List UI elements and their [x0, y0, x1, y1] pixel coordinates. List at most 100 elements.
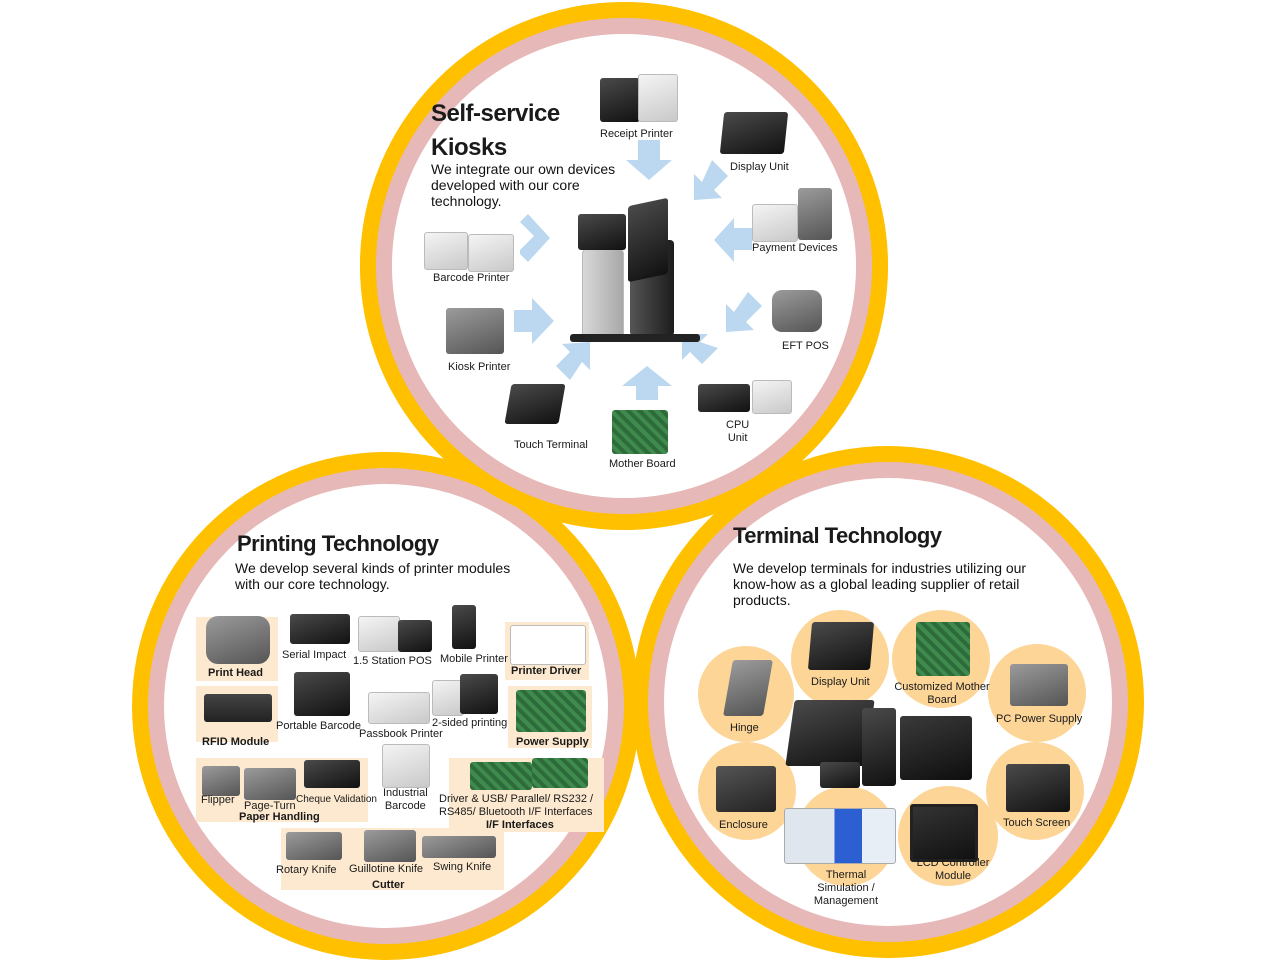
mother-board-image — [612, 410, 668, 454]
printing-title: Printing Technology — [237, 531, 439, 556]
rotary-knife-label: Rotary Knife — [276, 864, 337, 876]
lcd-line2: Module — [934, 870, 972, 882]
kiosks-desc-line1: We integrate our own devices — [431, 161, 616, 177]
cpu-unit-image — [698, 384, 750, 412]
driver-line1: Driver & USB/ Parallel/ RS232 / — [439, 793, 594, 805]
mobile-printer-label: Mobile Printer — [440, 653, 508, 665]
industrial-line2: Barcode — [384, 800, 426, 812]
arrow-from-eft — [726, 292, 762, 332]
arrow-group — [514, 140, 762, 400]
interface-board-image-2 — [532, 758, 588, 788]
cutter-label: Cutter — [372, 879, 405, 891]
kiosks-desc-line3: technology. — [431, 193, 502, 209]
receipt-printer-image — [600, 78, 640, 122]
touch-terminal-label: Touch Terminal — [514, 439, 588, 451]
cpu-unit-image-2 — [752, 380, 792, 414]
arrow-from-barcode — [520, 214, 550, 262]
hinge-label: Hinge — [730, 722, 759, 734]
lcd-controller-image — [910, 804, 978, 862]
eft-pos-label: EFT POS — [782, 340, 829, 352]
swing-knife-label: Swing Knife — [433, 861, 492, 873]
kiosks-title: Self-service Kiosks — [431, 97, 560, 165]
passbook-printer-label: Passbook Printer — [359, 728, 443, 740]
industrial-barcode-label: Industrial Barcode — [383, 787, 428, 813]
driver-interfaces-label: Driver & USB/ Parallel/ RS232 / RS485/ B… — [439, 793, 593, 819]
terminal-display-unit-label: Display Unit — [811, 676, 870, 688]
arrow-from-motherboard — [622, 366, 672, 400]
kiosks-title-line2: Kiosks — [431, 134, 507, 161]
kiosks-title-line1: Self-service — [431, 100, 560, 127]
touch-screen-label: Touch Screen — [1003, 817, 1071, 829]
print-head-label: Print Head — [208, 667, 264, 679]
display-unit-label: Display Unit — [730, 161, 789, 173]
station-pos-image-2 — [398, 620, 432, 652]
terminal-compact-image — [900, 716, 972, 780]
pc-power-supply-image — [1010, 664, 1068, 706]
receipt-printer-image-2 — [638, 74, 678, 122]
enclosure-image — [716, 766, 776, 812]
terminal-desc-line1: We develop terminals for industries util… — [733, 560, 1027, 576]
payment-device-image — [752, 204, 798, 242]
arrow-from-payment — [714, 218, 752, 262]
arrow-from-receipt — [626, 140, 672, 180]
guillotine-knife-label: Guillotine Knife — [349, 863, 423, 875]
power-supply-label: Power Supply — [516, 736, 589, 748]
payment-devices-label: Payment Devices — [752, 242, 838, 254]
print-head-image — [206, 616, 270, 664]
rfid-module-label: RFID Module — [202, 736, 270, 748]
printer-driver-label: Printer Driver — [511, 665, 582, 677]
printer-driver-image — [510, 625, 586, 665]
enclosure-label: Enclosure — [719, 819, 768, 831]
kiosks-desc-line2: developed with our core — [431, 177, 580, 193]
page-turn-image — [244, 768, 296, 800]
thermal-simulation-label: Thermal Simulation / Management — [806, 869, 886, 908]
kiosk-printer-label: Kiosk Printer — [448, 361, 511, 373]
arrow-from-kiosk-printer — [514, 298, 554, 344]
terminal-title: Terminal Technology — [733, 523, 942, 548]
serial-impact-image — [290, 614, 350, 644]
thermal-line3: Management — [813, 895, 879, 907]
lcd-controller-label: LCD Controller Module — [908, 857, 998, 883]
terminal-desc-line2: know-how as a global leading supplier of… — [733, 576, 1020, 592]
pc-power-supply-label: PC Power Supply — [996, 713, 1083, 725]
mother-board-label: Mother Board — [609, 458, 676, 470]
arrow-from-touch — [556, 342, 590, 380]
barcode-printer-image — [424, 232, 468, 270]
kiosk-screen-image — [578, 214, 626, 250]
interface-board-image — [470, 762, 532, 790]
thermal-line2: Simulation / — [817, 882, 875, 894]
passbook-printer-image — [368, 692, 430, 724]
cpu-label-line2: Unit — [727, 432, 748, 444]
kiosk-base-image — [570, 334, 700, 342]
arrow-from-display — [694, 160, 728, 200]
thermal-simulation-image — [784, 808, 896, 864]
eft-pos-image — [772, 290, 822, 332]
mobile-printer-image — [452, 605, 476, 649]
lcd-line1: LCD Controller — [916, 857, 990, 869]
swing-knife-image — [422, 836, 496, 858]
rotary-knife-image — [286, 832, 342, 860]
cheque-validation-image — [304, 760, 360, 788]
customized-mother-board-label: Customized Mother Board — [892, 681, 992, 707]
driver-line2: RS485/ Bluetooth I/F Interfaces — [439, 806, 593, 818]
industrial-line1: Industrial — [383, 787, 428, 799]
power-supply-image — [516, 690, 586, 732]
portable-barcode-label: Portable Barcode — [276, 720, 361, 732]
printing-desc-line1: We develop several kinds of printer modu… — [235, 560, 511, 576]
station-pos-label: 1.5 Station POS — [353, 655, 432, 667]
terminal-description: We develop terminals for industries util… — [733, 560, 1026, 608]
serial-impact-label: Serial Impact — [282, 649, 347, 661]
portable-barcode-image — [294, 672, 350, 716]
receipt-printer-label: Receipt Printer — [600, 128, 673, 140]
kiosk-printer-image — [446, 308, 504, 354]
printing-desc-line2: with our core technology. — [235, 576, 390, 592]
cheque-validation-label: Cheque Validation — [296, 794, 377, 805]
rfid-module-image — [204, 694, 272, 722]
barcode-printer-label: Barcode Printer — [433, 272, 510, 284]
mother-line2: Board — [927, 694, 957, 706]
payment-terminal-image — [798, 188, 832, 240]
